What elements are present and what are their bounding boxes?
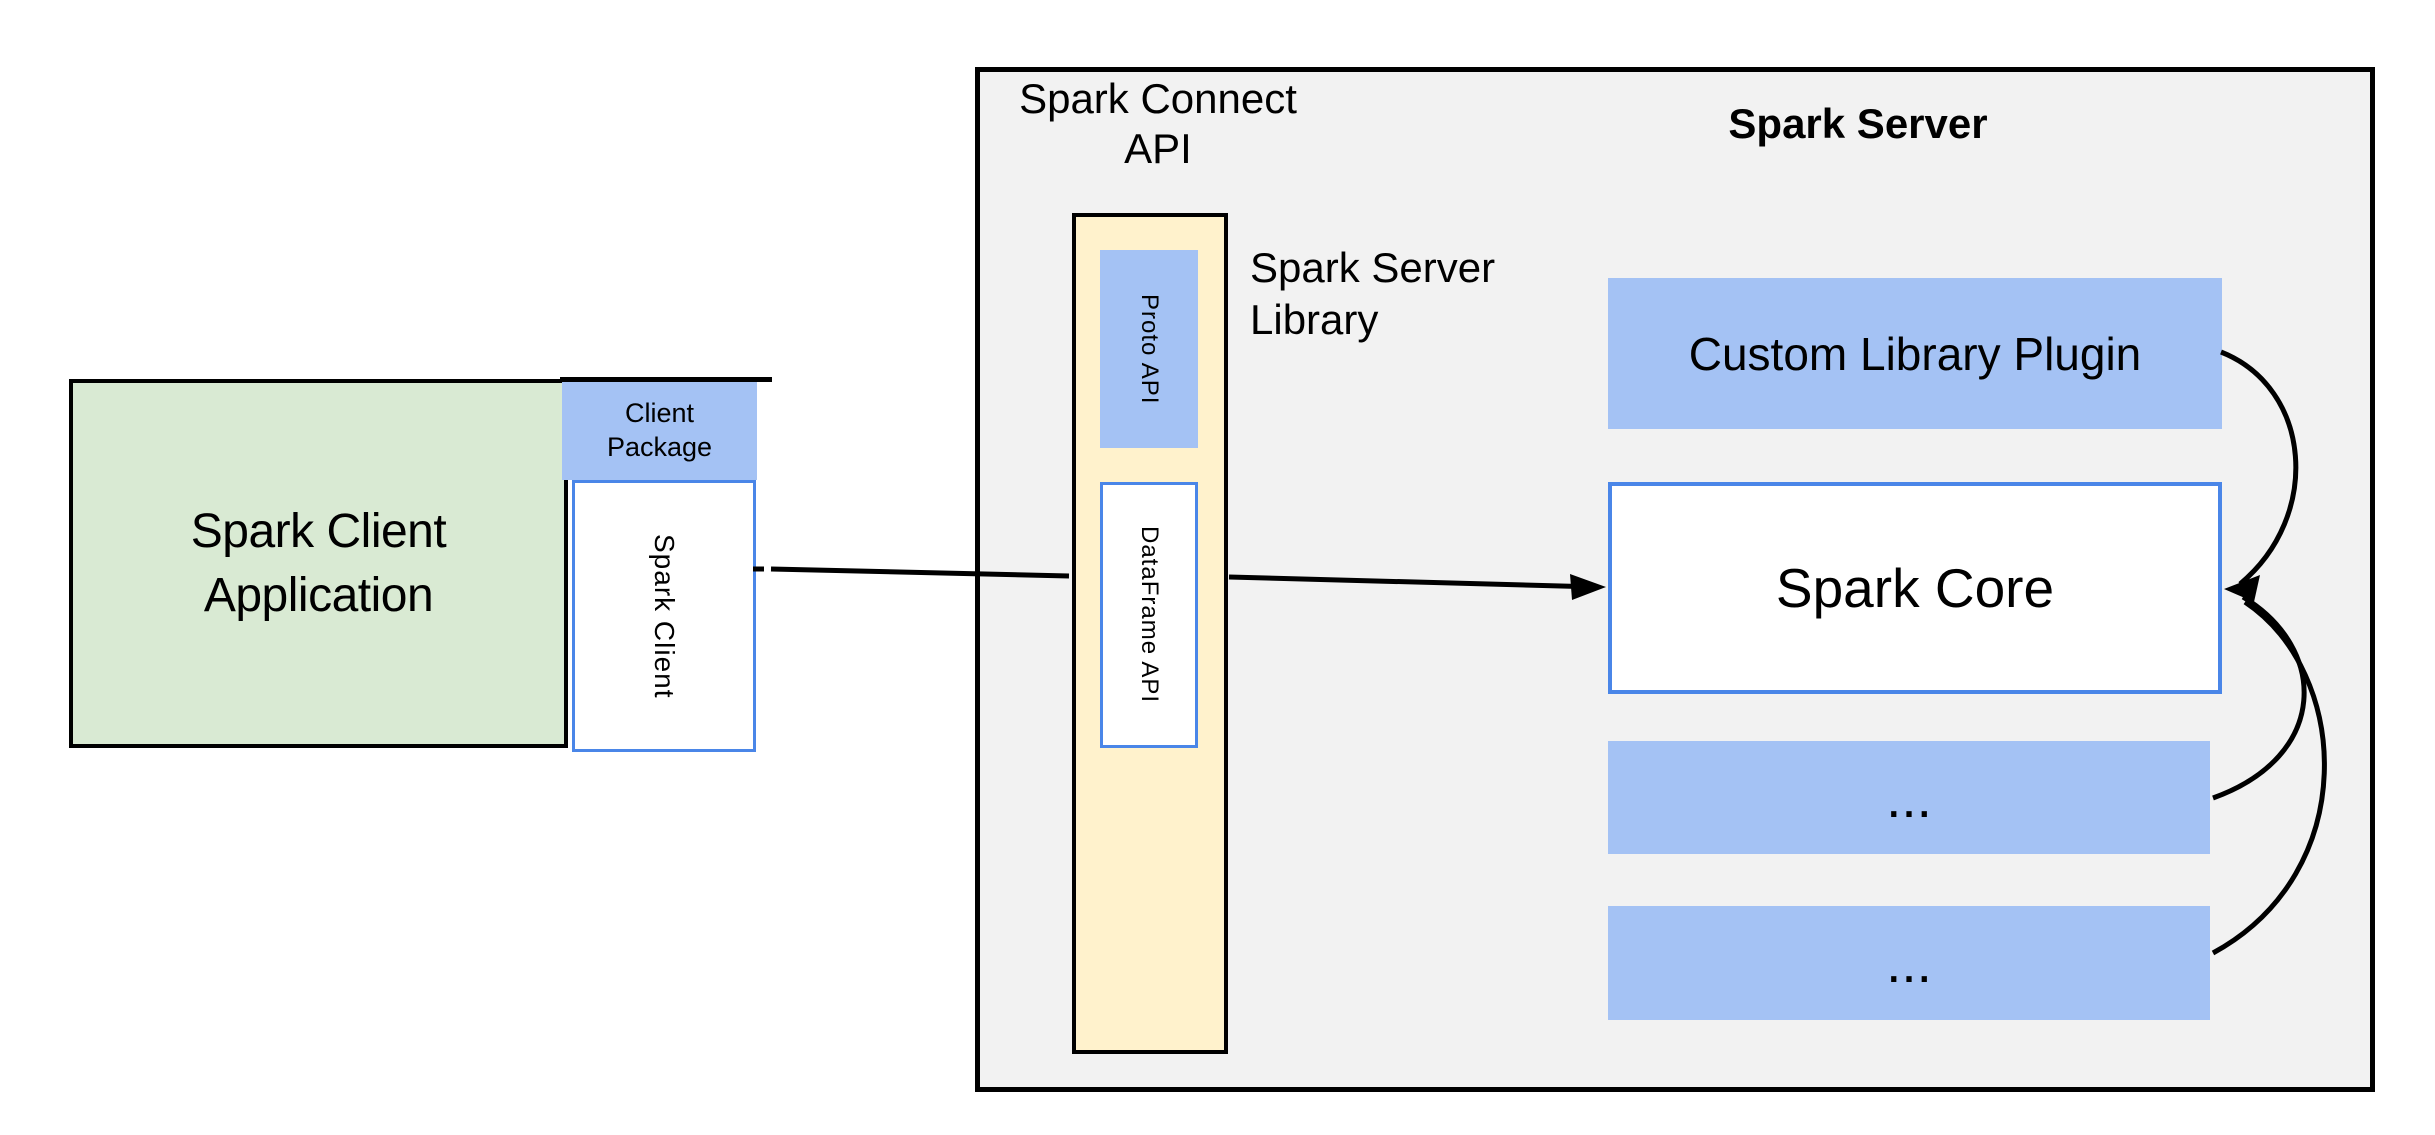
spark-client-label: Spark Client [649, 533, 680, 699]
other-plugin-box-1-label: ... [1886, 766, 1932, 829]
spark-client-application-line2: Application [203, 568, 434, 622]
spark-connect-api-title: Spark Connect API [1000, 74, 1316, 174]
spark-connect-api-title-line1: Spark Connect [1019, 75, 1297, 122]
spark-client-application-label: Spark Client Application [190, 500, 447, 628]
spark-server-library-line2: Library [1250, 296, 1379, 343]
spark-client-application-box: Spark Client Application [69, 379, 568, 748]
client-package-line1: Client [624, 398, 694, 428]
other-plugin-box-1: ... [1608, 741, 2210, 854]
client-package-label: Client Package [607, 396, 712, 464]
spark-core-label: Spark Core [1775, 557, 2055, 619]
dataframe-api-box: DataFrame API [1100, 482, 1198, 748]
custom-library-plugin-label: Custom Library Plugin [1688, 327, 2142, 380]
spark-connect-api-title-line2: API [1124, 125, 1192, 172]
client-package-box: Client Package [562, 380, 757, 480]
spark-core-box: Spark Core [1608, 482, 2222, 694]
other-plugin-box-2: ... [1608, 906, 2210, 1020]
client-package-line2: Package [606, 432, 713, 462]
other-plugin-box-2-label: ... [1886, 932, 1932, 994]
dataframe-api-label: DataFrame API [1136, 526, 1163, 704]
green-box-top-border-stub [560, 377, 772, 382]
spark-client-box: Spark Client [572, 480, 756, 752]
spark-server-library-line1: Spark Server [1250, 244, 1496, 291]
spark-server-library-label: Spark Server Library [1250, 242, 1670, 346]
proto-api-box: Proto API [1100, 250, 1198, 448]
spark-server-title: Spark Server [1728, 100, 1988, 147]
spark-client-application-line1: Spark Client [190, 504, 447, 558]
proto-api-label: Proto API [1136, 293, 1163, 405]
custom-library-plugin-box: Custom Library Plugin [1608, 278, 2222, 429]
